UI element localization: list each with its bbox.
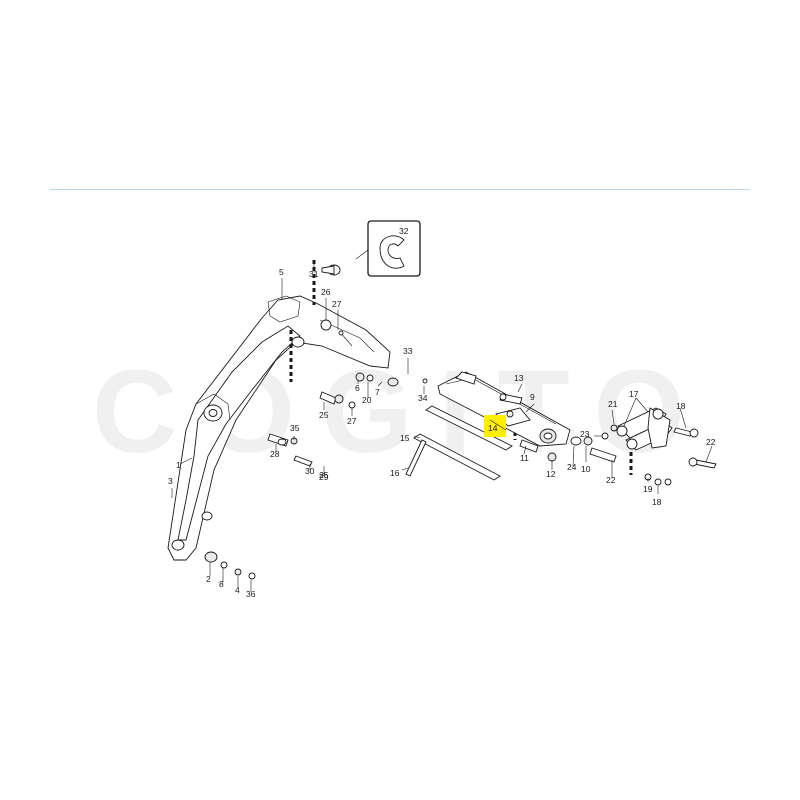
- label-part-27-top: 27: [332, 299, 342, 309]
- header-divider: [50, 189, 749, 190]
- label-part-19: 19: [643, 484, 653, 494]
- label-part-33: 33: [403, 346, 413, 356]
- label-part-31: 31: [309, 269, 319, 279]
- label-part-6: 6: [355, 383, 360, 393]
- label-part-18-top: 18: [676, 401, 686, 411]
- label-part-25-center: 25: [319, 410, 329, 420]
- boom-hardware: [204, 264, 428, 580]
- label-part-34: 34: [418, 393, 428, 403]
- label-part-13: 13: [514, 373, 524, 383]
- label-part-32: 32: [399, 226, 409, 236]
- label-part-12: 12: [546, 469, 556, 479]
- label-part-20: 20: [362, 395, 372, 405]
- label-part-2: 2: [206, 574, 211, 584]
- label-part-23: 23: [580, 429, 590, 439]
- label-part-24: 24: [567, 462, 577, 472]
- label-part-18-bottom: 18: [652, 497, 662, 507]
- part-15-rod: [405, 433, 501, 481]
- label-part-3: 3: [168, 476, 173, 486]
- label-part-27-center: 27: [347, 416, 357, 426]
- label-part-9: 9: [530, 392, 535, 402]
- label-part-1: 1: [176, 460, 181, 470]
- label-part-30: 30: [305, 466, 315, 476]
- leader-lines: [171, 262, 713, 592]
- label-part-25-lower: 25: [319, 470, 329, 480]
- label-part-22-right: 22: [706, 437, 716, 447]
- label-part-21: 21: [608, 399, 618, 409]
- boom-arm: [167, 295, 391, 561]
- label-part-4: 4: [235, 585, 240, 595]
- label-part-16: 16: [390, 468, 400, 478]
- label-part-26: 26: [321, 287, 331, 297]
- highlight-marker: [484, 415, 506, 437]
- label-part-8: 8: [219, 579, 224, 589]
- label-part-22-bottom: 22: [606, 475, 616, 485]
- label-part-35: 35: [290, 423, 300, 433]
- label-part-15: 15: [400, 433, 410, 443]
- part-labels: 1 2 3 4 5 6 7 8 9 10 11 12 13 14 15 16 1…: [168, 226, 716, 599]
- detail-inset: [355, 220, 421, 277]
- label-part-7: 7: [375, 387, 380, 397]
- label-part-14: 14: [488, 423, 498, 433]
- label-part-5: 5: [279, 267, 284, 277]
- part-14-bar: [425, 405, 513, 451]
- linkage-assembly: [610, 407, 717, 486]
- label-part-11: 11: [520, 453, 529, 463]
- label-part-10: 10: [581, 464, 591, 474]
- label-part-17: 17: [629, 389, 639, 399]
- label-part-28: 28: [270, 449, 280, 459]
- label-part-36: 36: [246, 589, 256, 599]
- label-part-29: 29: [319, 472, 329, 482]
